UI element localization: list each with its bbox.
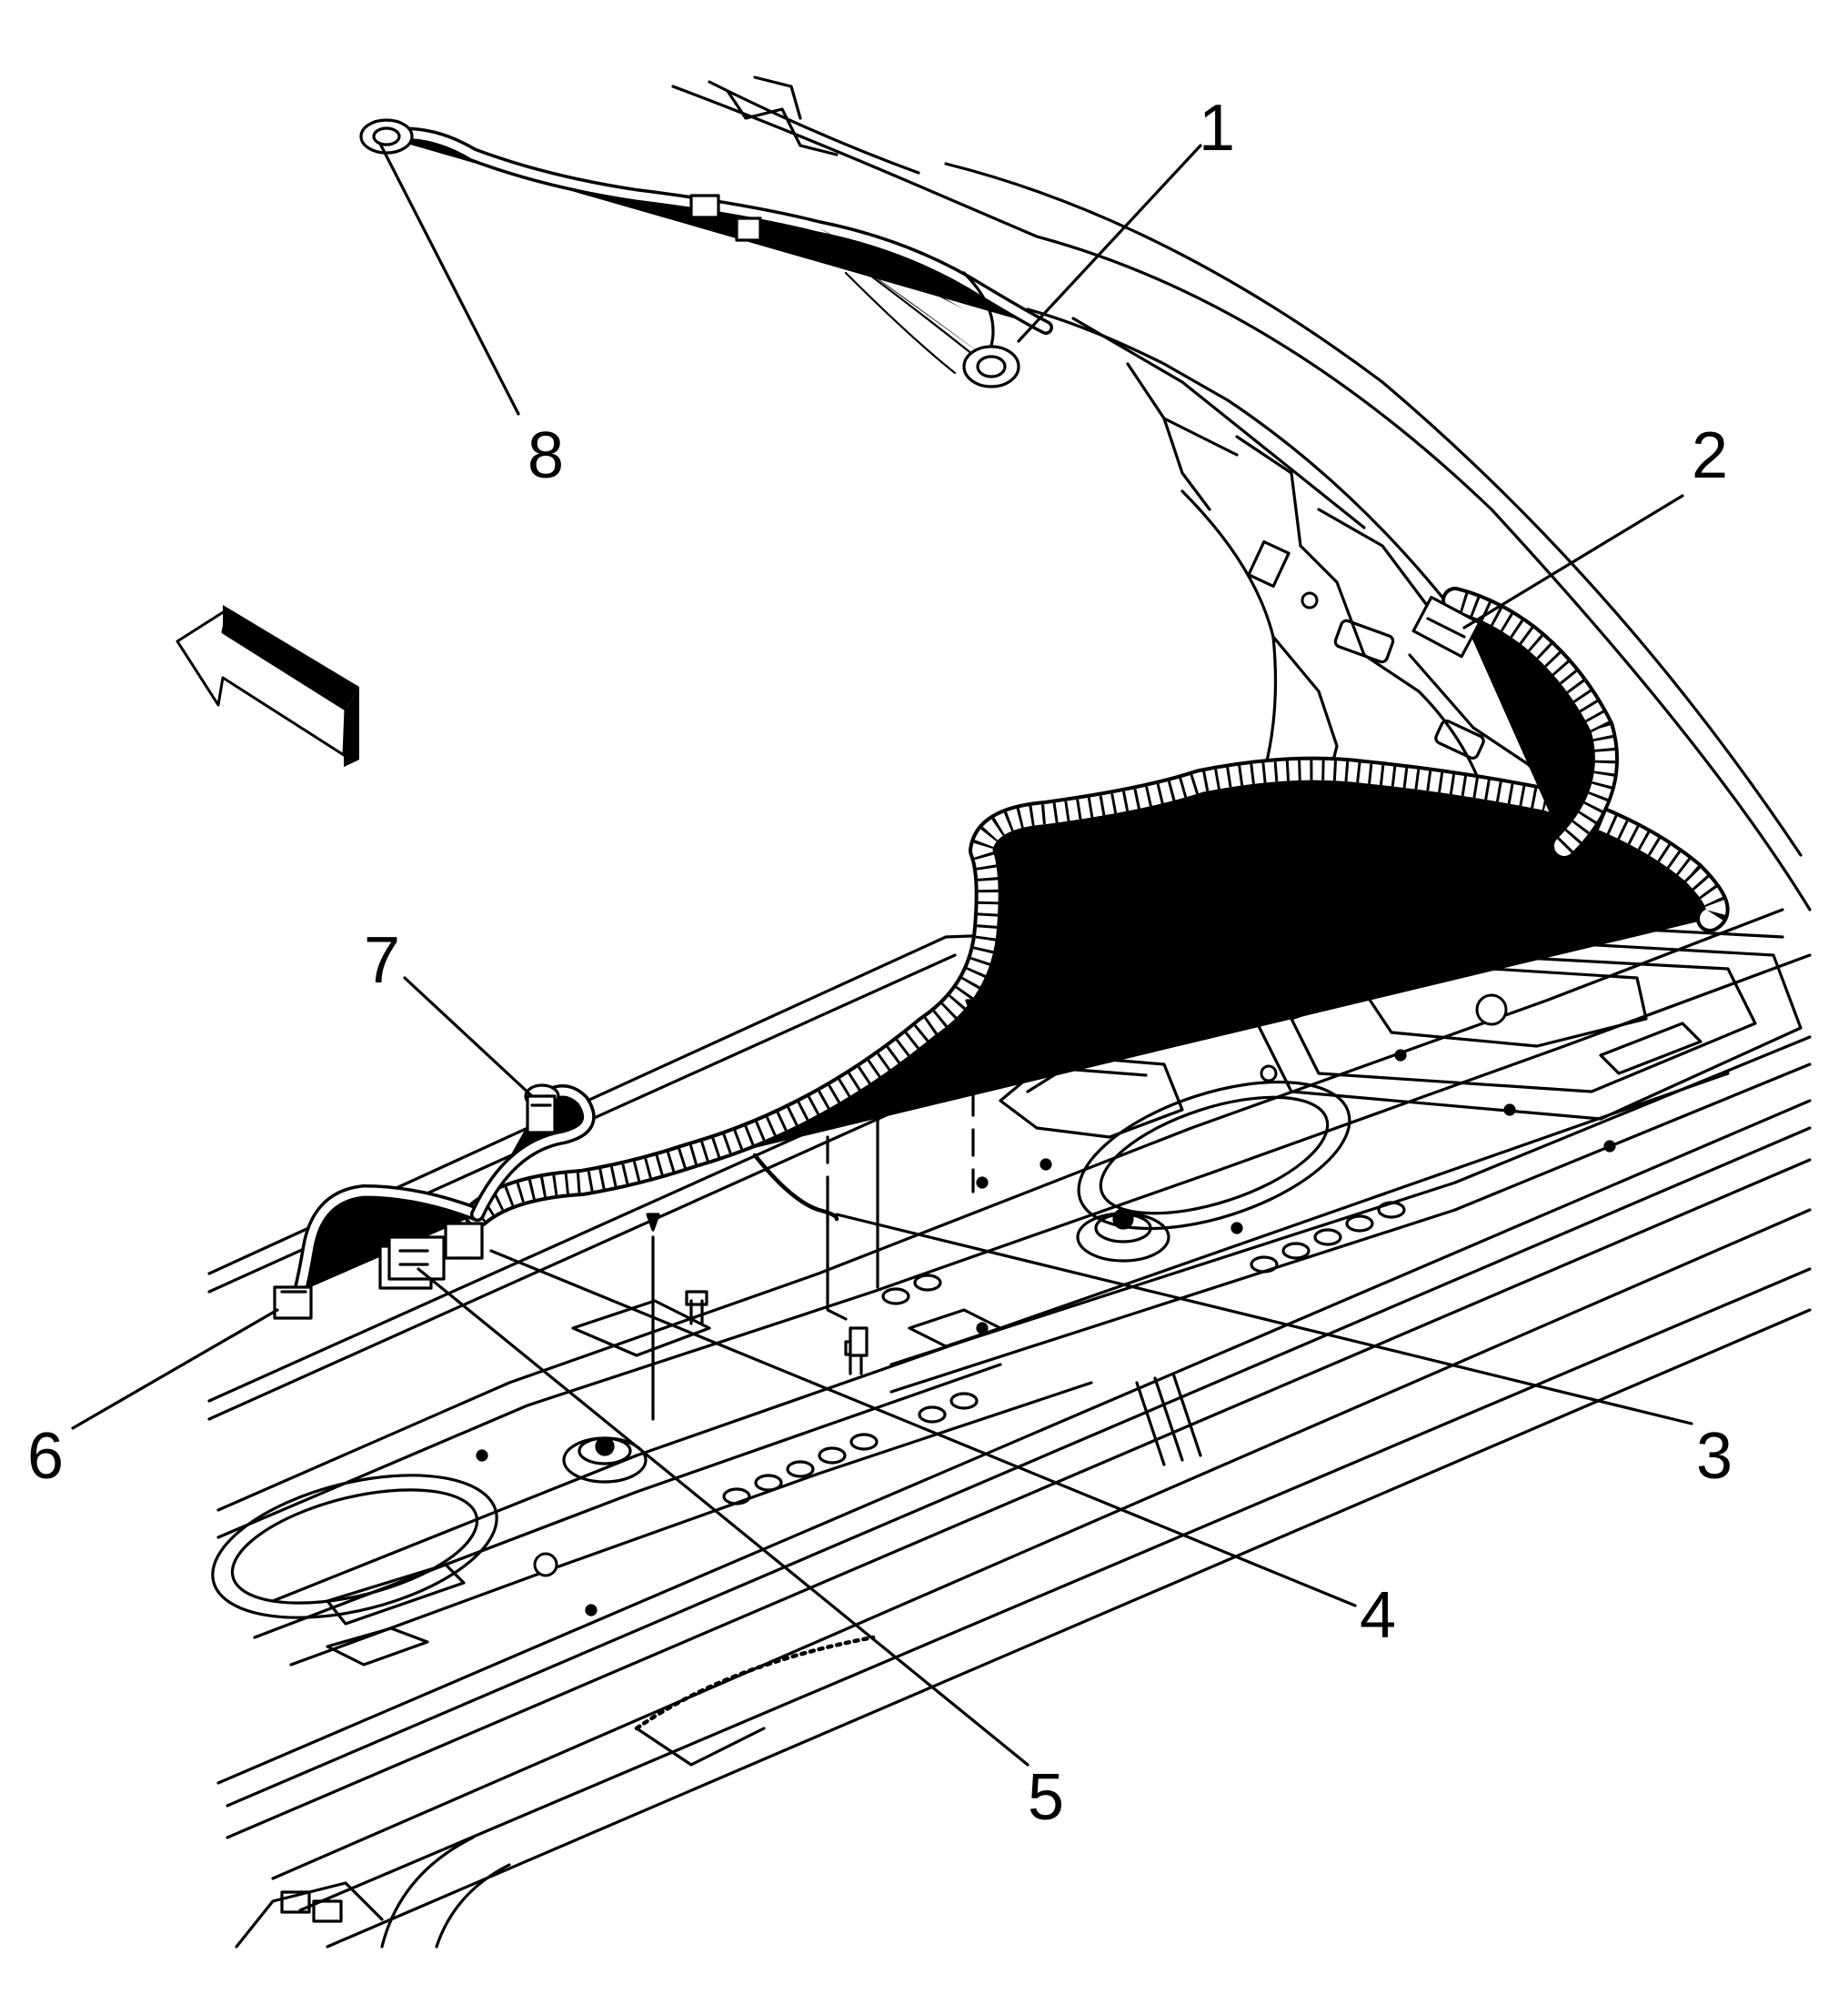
callout-labels: 1 2 3 4 5 6 7 8	[27, 92, 1732, 1834]
grommet-7-icon	[524, 1083, 560, 1134]
callout-leaders	[71, 142, 1693, 1767]
callout-4: 4	[1360, 1579, 1396, 1652]
connector-5-icon	[378, 1222, 484, 1290]
push-pin-install-lines	[646, 790, 1518, 1421]
callout-2: 2	[1692, 419, 1728, 492]
main-wiring-harness	[300, 135, 1716, 1293]
floor-panel	[207, 908, 1812, 1949]
callout-8: 8	[527, 419, 564, 492]
callout-7: 7	[364, 924, 400, 997]
callout-3: 3	[1696, 1420, 1732, 1493]
grommet-1-icon	[962, 345, 1020, 388]
sill-slots	[722, 1201, 1406, 1506]
forward-direction-arrow-icon	[176, 605, 359, 767]
grommet-8-icon	[359, 118, 414, 155]
callout-6: 6	[27, 1420, 64, 1493]
callout-5: 5	[1028, 1761, 1064, 1834]
connector-2-icon	[1411, 595, 1481, 659]
connectors	[273, 118, 1481, 1357]
callout-1: 1	[1199, 92, 1235, 165]
